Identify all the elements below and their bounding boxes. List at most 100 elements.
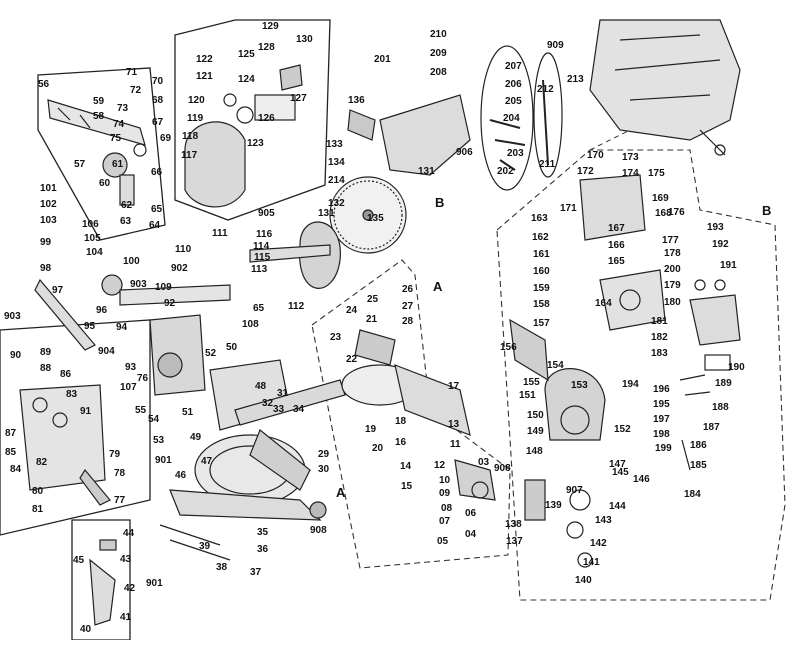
part-number-186: 186 <box>690 440 707 451</box>
part-number-45: 45 <box>73 555 85 566</box>
part-number-160: 160 <box>533 266 550 277</box>
part-number-69: 69 <box>160 133 172 144</box>
part-number-54: 54 <box>148 414 160 425</box>
part-number-05: 05 <box>437 536 449 547</box>
part-number-121: 121 <box>196 71 213 82</box>
part-number-149: 149 <box>527 426 544 437</box>
part-number-43: 43 <box>120 554 132 565</box>
part-number-77: 77 <box>114 495 126 506</box>
part-number-202: 202 <box>497 166 514 177</box>
part-number-193: 193 <box>707 222 724 233</box>
part-number-34: 34 <box>293 404 305 415</box>
part-number-128: 128 <box>258 42 275 53</box>
part-number-24: 24 <box>346 305 358 316</box>
part-number-30: 30 <box>318 464 330 475</box>
part-number-16: 16 <box>395 437 407 448</box>
section-marker-B: B <box>435 195 444 210</box>
part-number-200: 200 <box>664 264 681 275</box>
part-number-86: 86 <box>60 369 72 380</box>
part-number-901: 901 <box>155 455 172 466</box>
part-number-179: 179 <box>664 280 681 291</box>
part-number-100: 100 <box>123 256 140 267</box>
part-number-25: 25 <box>367 294 379 305</box>
part-number-13: 13 <box>448 419 460 430</box>
part-number-35: 35 <box>257 527 269 538</box>
part-number-203: 203 <box>507 148 524 159</box>
part-number-133: 133 <box>326 139 343 150</box>
part-number-168: 168 <box>655 208 672 219</box>
part-number-75: 75 <box>110 133 122 144</box>
part-number-127: 127 <box>290 93 307 104</box>
part-number-94: 94 <box>116 322 128 333</box>
part-number-79: 79 <box>109 449 121 460</box>
part-number-64: 64 <box>149 220 161 231</box>
part-number-210: 210 <box>430 29 447 40</box>
part-number-113: 113 <box>251 264 268 275</box>
part-number-906: 906 <box>456 147 473 158</box>
part-number-31: 31 <box>277 388 289 399</box>
part-number-138: 138 <box>505 519 522 530</box>
part-number-115: 115 <box>254 252 271 263</box>
part-number-06: 06 <box>465 508 477 519</box>
part-number-131: 131 <box>318 208 335 219</box>
part-number-61: 61 <box>112 159 124 170</box>
part-number-205: 205 <box>505 96 522 107</box>
part-number-32: 32 <box>262 398 274 409</box>
part-number-49: 49 <box>190 432 202 443</box>
part-number-22: 22 <box>346 354 358 365</box>
part-number-119: 119 <box>187 113 204 124</box>
part-number-33: 33 <box>273 404 285 415</box>
part-number-162: 162 <box>532 232 549 243</box>
part-number-214: 214 <box>328 175 345 186</box>
part-number-170: 170 <box>587 150 604 161</box>
part-number-130: 130 <box>296 34 313 45</box>
part-number-154: 154 <box>547 360 564 371</box>
part-number-907: 907 <box>566 485 583 496</box>
region-B <box>496 149 786 601</box>
part-number-199: 199 <box>655 443 672 454</box>
part-number-171: 171 <box>560 203 577 214</box>
part-number-26: 26 <box>402 284 414 295</box>
cable-group-outline <box>533 52 563 178</box>
part-number-95: 95 <box>84 321 96 332</box>
part-number-101: 101 <box>40 183 57 194</box>
part-number-109: 109 <box>155 282 172 293</box>
part-number-97: 97 <box>52 285 64 296</box>
part-number-09: 09 <box>439 488 451 499</box>
part-number-90: 90 <box>10 350 22 361</box>
part-number-65: 65 <box>151 204 163 215</box>
part-number-112: 112 <box>288 301 305 312</box>
part-number-166: 166 <box>608 240 625 251</box>
part-number-208: 208 <box>430 67 447 78</box>
part-number-178: 178 <box>664 248 681 259</box>
part-number-150: 150 <box>527 410 544 421</box>
part-number-144: 144 <box>609 501 626 512</box>
part-number-103: 103 <box>40 215 57 226</box>
part-number-08: 08 <box>441 503 453 514</box>
part-number-197: 197 <box>653 414 670 425</box>
part-number-55: 55 <box>135 405 147 416</box>
part-number-141: 141 <box>583 557 600 568</box>
part-number-63: 63 <box>120 216 132 227</box>
part-number-903: 903 <box>130 279 147 290</box>
part-number-181: 181 <box>651 316 668 327</box>
detail-box-fence <box>0 319 151 536</box>
part-number-58: 58 <box>93 111 105 122</box>
part-number-108: 108 <box>242 319 259 330</box>
part-number-905: 905 <box>258 208 275 219</box>
part-number-901: 901 <box>146 578 163 589</box>
part-number-909: 909 <box>547 40 564 51</box>
part-number-66: 66 <box>151 167 163 178</box>
part-number-136: 136 <box>348 95 365 106</box>
part-number-129: 129 <box>262 21 279 32</box>
part-number-84: 84 <box>10 464 22 475</box>
part-number-182: 182 <box>651 332 668 343</box>
part-number-212: 212 <box>537 84 554 95</box>
part-number-908: 908 <box>494 463 511 474</box>
part-number-184: 184 <box>684 489 701 500</box>
part-number-50: 50 <box>226 342 238 353</box>
part-number-198: 198 <box>653 429 670 440</box>
part-number-207: 207 <box>505 61 522 72</box>
part-number-117: 117 <box>181 150 198 161</box>
